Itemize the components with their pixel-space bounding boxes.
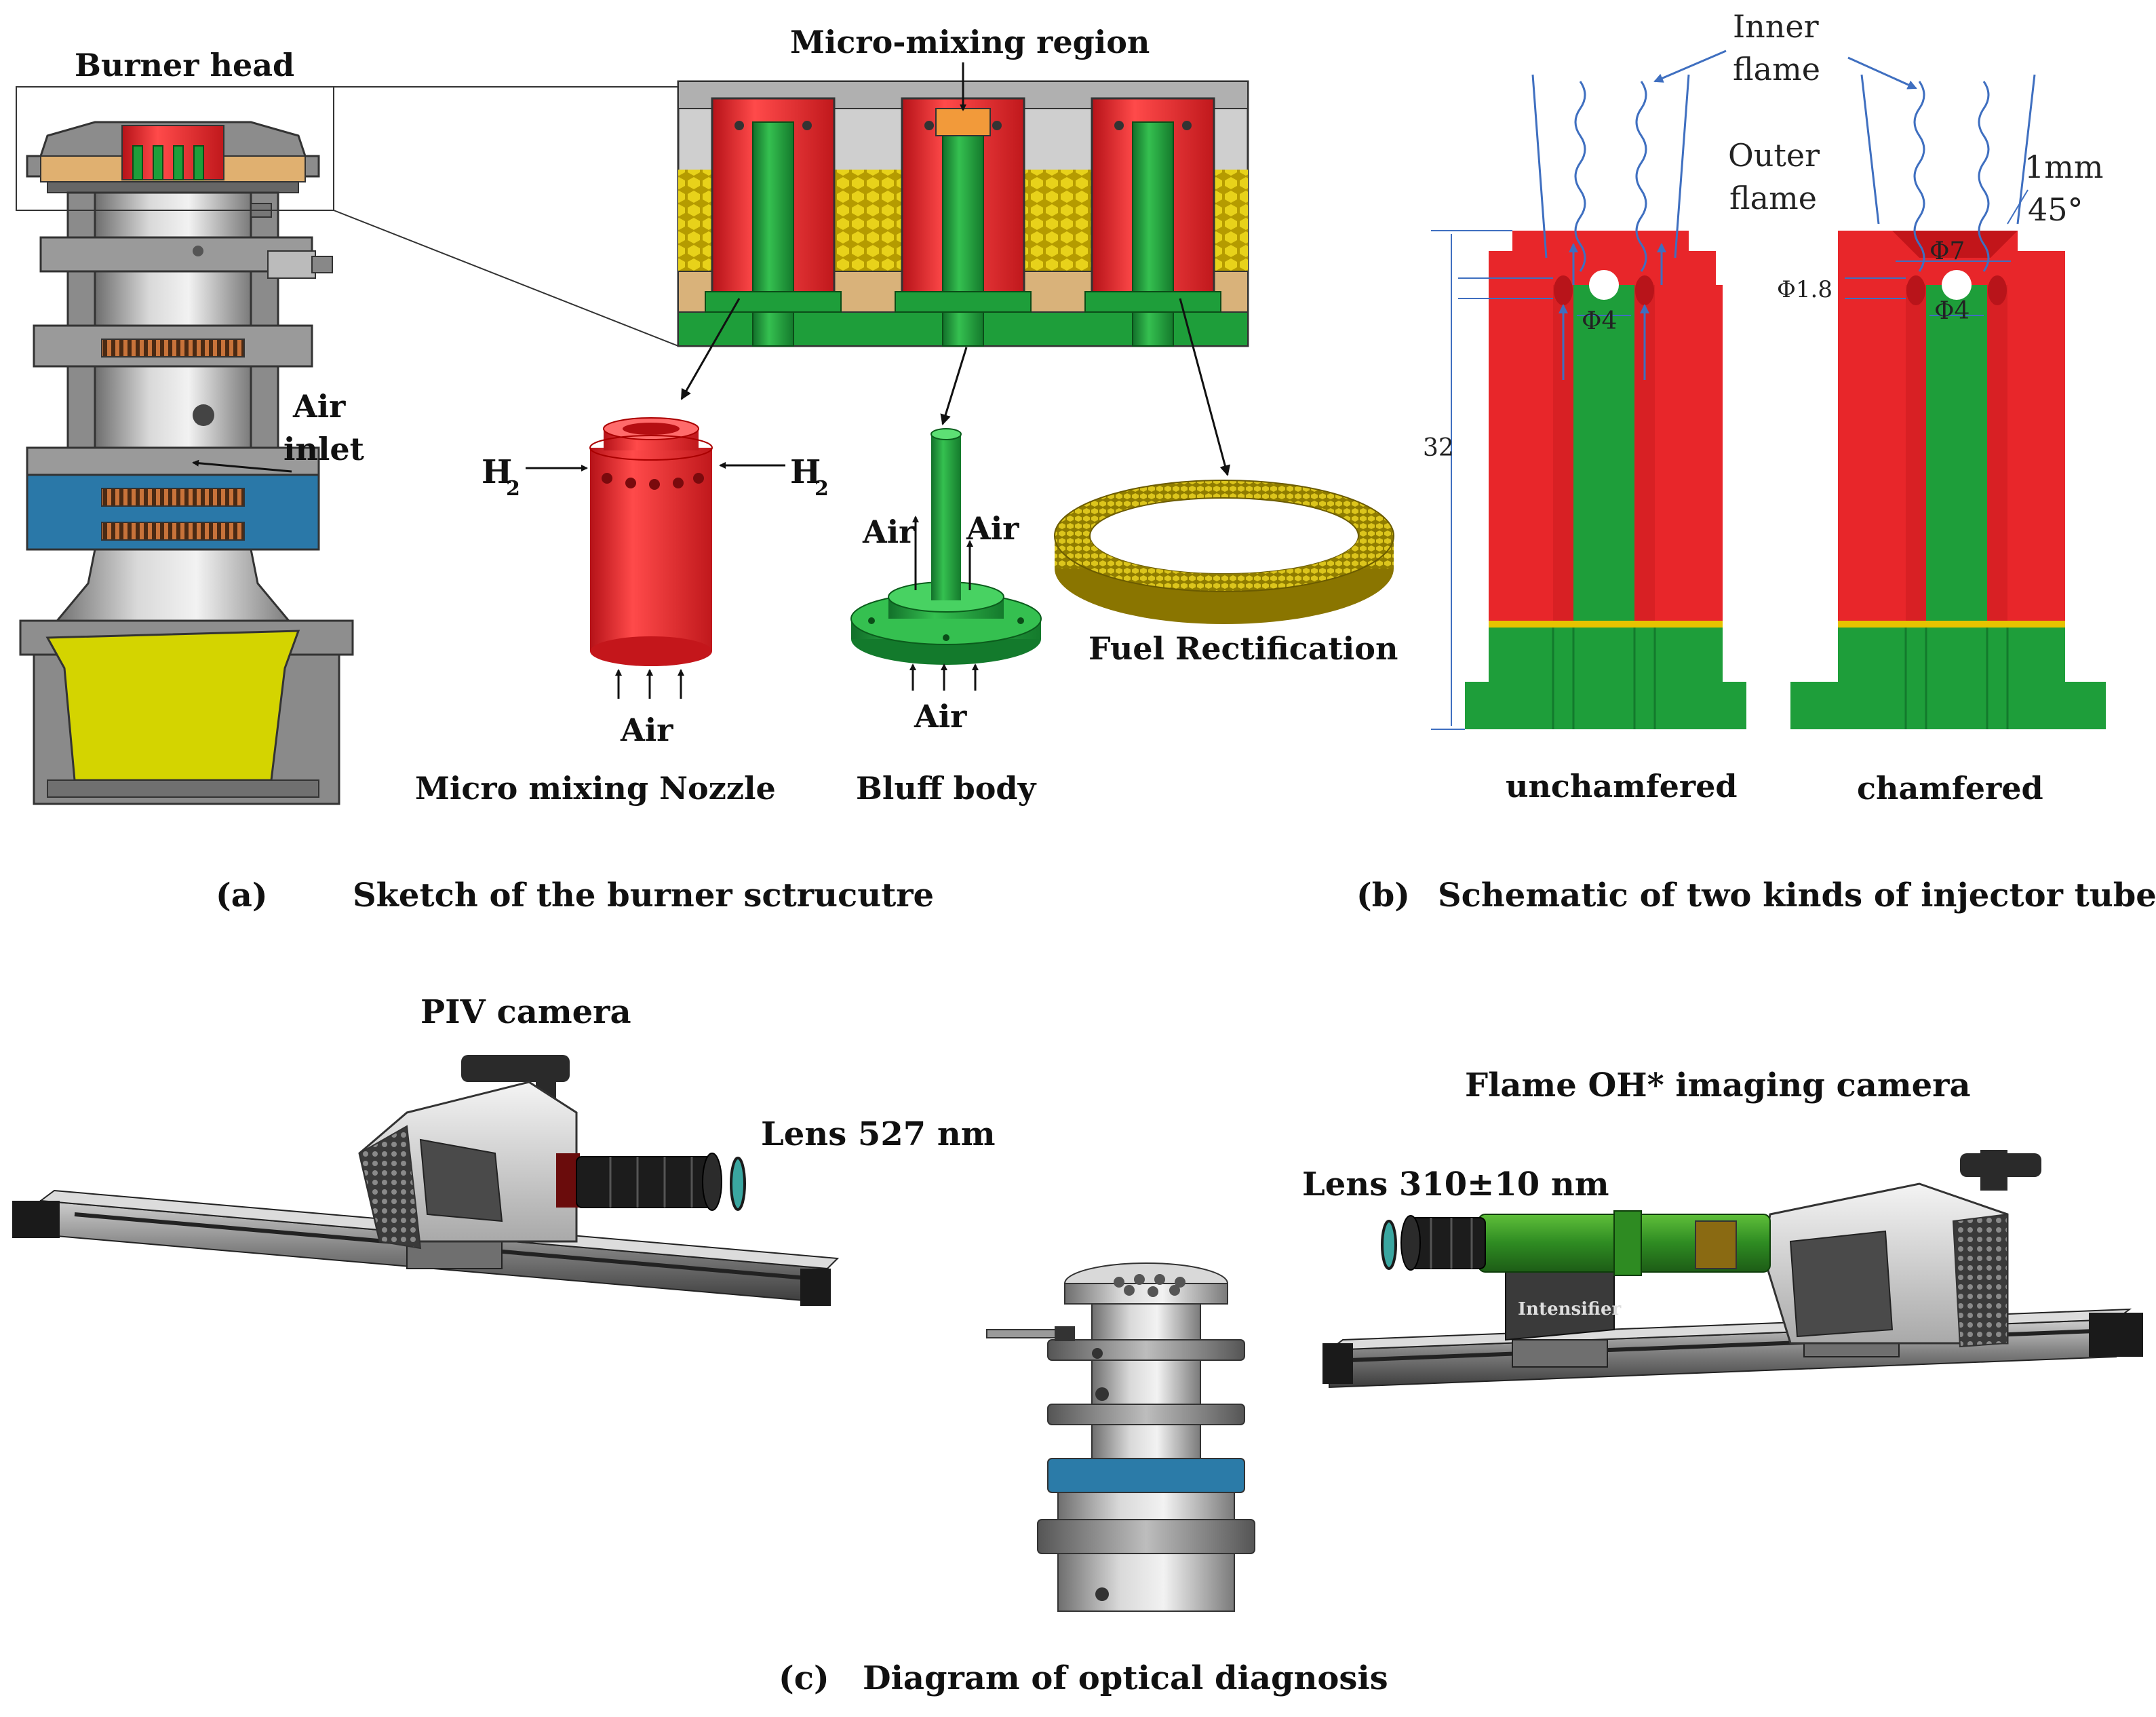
label-air-bluff-left: Air (862, 514, 916, 550)
label-air-bluff-right: Air (966, 510, 1019, 547)
inner-flame-arrow-left (1653, 50, 1727, 83)
label-air-bluff-bottom: Air (914, 698, 967, 735)
caption-a-letter: (a) (216, 876, 268, 914)
label-air-inlet-line2: inlet (283, 431, 365, 467)
label-fuel-rectification: Fuel Rectification (1089, 630, 1398, 667)
label-dia-inner-right: Φ4 (1934, 297, 1969, 325)
chamfer-leader (2007, 189, 2028, 225)
panel-b: 32 Inner flame Outer flame 1mm 45° Φ7 Φ1… (1356, 8, 2156, 914)
label-h2-left-subscript: 2 (506, 477, 520, 501)
label-lens-310: Lens 310±10 nm (1302, 1165, 1609, 1203)
dimension-height (1431, 230, 1512, 730)
label-micro-mixing-region: Micro-mixing region (790, 24, 1150, 60)
inner-flame-arrow-right (1847, 56, 1917, 90)
flame-lines (1531, 74, 2036, 380)
burner-assembly (986, 1262, 1255, 1612)
caption-b: Schematic of two kinds of injector tubes (1438, 876, 2156, 914)
label-dia-outlet: Φ7 (1929, 237, 1965, 265)
label-burner-head: Burner head (75, 47, 294, 83)
panel-c: PIV camera Lens 527 nm (12, 993, 2143, 1697)
arrow-to-rectification (1179, 298, 1231, 476)
label-bluff-body: Bluff body (856, 770, 1037, 807)
arrow-to-nozzle (680, 298, 741, 400)
caption-a: Sketch of the burner sctrucutre (353, 876, 934, 914)
bluff-air-bottom-arrows (909, 663, 979, 691)
label-dia-hole: Φ1.8 (1777, 276, 1832, 303)
label-chamfer-size: 1mm (2024, 149, 2104, 185)
piv-camera (358, 1055, 746, 1250)
callout-line-bottom (333, 210, 679, 347)
label-chamfer-angle: 45° (2028, 191, 2083, 228)
rail-right (1322, 1308, 2143, 1389)
label-outer-flame-line1: Outer (1728, 137, 1820, 174)
burner-section-drawing (19, 121, 354, 805)
label-air-nozzle: Air (620, 712, 673, 748)
caption-c: Diagram of optical diagnosis (863, 1659, 1388, 1697)
air-inlet-arrow (192, 459, 292, 473)
label-inner-flame-line2: flame (1733, 51, 1820, 88)
label-h2-left: H (482, 453, 512, 491)
fuel-rectification-ring (1054, 480, 1394, 624)
label-chamfered: chamfered (1857, 770, 2043, 807)
piv-lens-filter (730, 1157, 746, 1211)
label-h2-right: H (790, 453, 821, 491)
dimension-hole (1458, 277, 1906, 299)
label-h2-right-subscript: 2 (815, 477, 829, 501)
micro-mixing-nozzle-part (589, 417, 713, 666)
label-inner-flame-line1: Inner (1733, 8, 1819, 45)
caption-b-letter: (b) (1356, 876, 1410, 914)
injector-chamfered (1790, 231, 2106, 729)
arrow-to-bluff (940, 347, 968, 425)
label-lens-527: Lens 527 nm (761, 1115, 996, 1153)
oh-camera (1381, 1150, 2041, 1348)
caption-c-letter: (c) (779, 1659, 829, 1697)
label-dia-inner-left: Φ4 (1582, 307, 1617, 335)
injector-unchamfered (1465, 231, 1746, 729)
label-air-inlet-line1: Air (292, 388, 346, 425)
oh-lens-filter (1381, 1220, 1397, 1270)
label-oh-camera: Flame OH* imaging camera (1465, 1066, 1971, 1104)
label-piv-camera: PIV camera (420, 993, 631, 1031)
label-outer-flame-line2: flame (1729, 180, 1817, 216)
burner-head-callout-box (16, 86, 334, 211)
label-unchamfered: unchamfered (1506, 768, 1738, 805)
micro-mixing-section (677, 80, 1249, 347)
bluff-body-part (850, 428, 1042, 665)
panel-a: Burner head Air inlet (16, 24, 1398, 914)
nozzle-air-arrows (615, 669, 684, 699)
label-height-32: 32 (1423, 434, 1454, 462)
label-micro-mixing-nozzle: Micro mixing Nozzle (415, 770, 776, 807)
label-intensifier: Intensifier (1518, 1299, 1621, 1319)
